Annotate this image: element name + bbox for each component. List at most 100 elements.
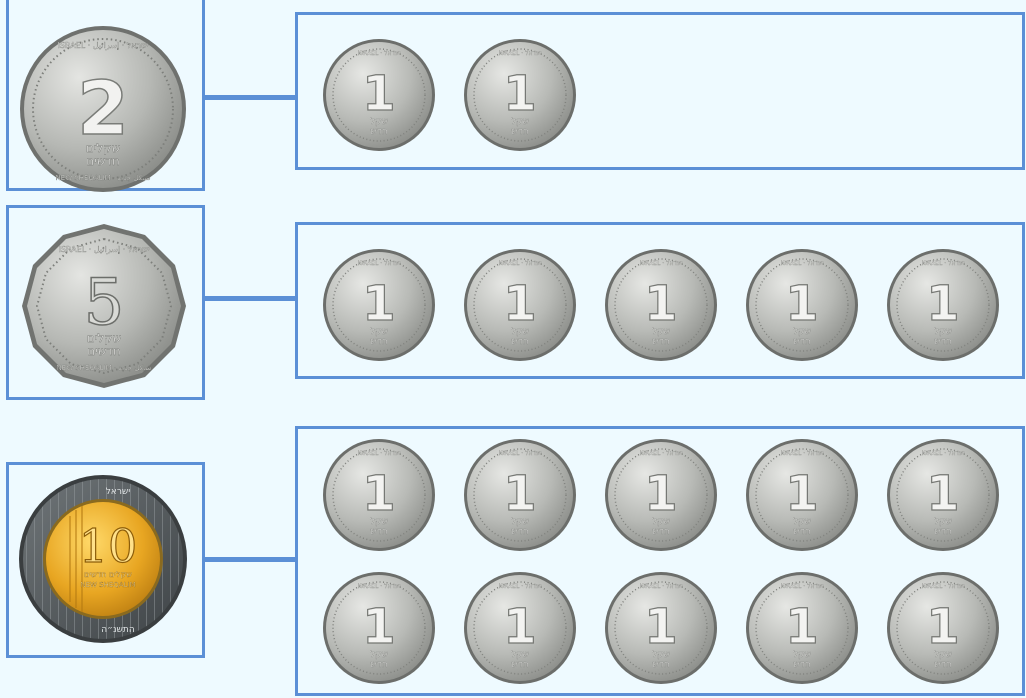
svg-text:שקל: שקל [511,517,529,527]
svg-text:שקל: שקל [934,650,952,660]
svg-text:חדש: חדש [934,527,951,537]
svg-text:1: 1 [503,466,536,522]
connector-5 [205,296,297,301]
svg-text:שקל: שקל [370,117,388,127]
svg-text:1: 1 [926,276,959,332]
svg-text:חדש: חדש [652,660,669,670]
connector-10 [205,557,297,562]
svg-text:ISRAEL · ישראל: ISRAEL · ישראל [922,583,965,590]
five-shekel-coin: 5 שקלים חדשים ISRAEL · ישראל · إسرائيل N… [20,222,188,390]
two-coin-unit-1: שקלים [86,141,120,155]
svg-text:ISRAEL · ישראל: ISRAEL · ישראל [922,260,965,267]
svg-text:שקל: שקל [934,327,952,337]
svg-text:ISRAEL · ישראל: ISRAEL · ישראל [358,260,401,267]
one-shekel-coin: 1 שקל חדש ISRAEL · ישראל [745,571,859,685]
svg-text:חדש: חדש [370,337,387,347]
svg-text:ISRAEL · ישראל: ISRAEL · ישראל [499,583,542,590]
svg-text:חדש: חדש [652,337,669,347]
one-shekel-coin: 1 שקל חדש ISRAEL · ישראל [463,38,577,152]
svg-text:חדש: חדש [511,660,528,670]
svg-text:שקל: שקל [511,117,529,127]
one-shekel-coin: 1 שקל חדש ISRAEL · ישראל [322,248,436,362]
ten-coin-unit-1: שקלים חדשים [84,570,132,579]
svg-text:1: 1 [503,599,536,655]
ten-coin-rim-top: ישראל [106,487,131,497]
svg-text:1: 1 [926,466,959,522]
svg-text:ISRAEL · ישראל: ISRAEL · ישראל [640,260,683,267]
one-shekel-coin: 1 שקל חדש ISRAEL · ישראל [745,438,859,552]
one-shekel-coin: 1 שקל חדש ISRAEL · ישראל [745,248,859,362]
svg-text:שקל: שקל [793,327,811,337]
svg-text:שקל: שקל [652,517,670,527]
svg-text:שקל: שקל [511,650,529,660]
svg-text:1: 1 [362,276,395,332]
five-coin-rim-top: ISRAEL · ישראל · إسرائيل [58,245,149,255]
two-shekel-coin: 2 שקלים חדשים ISRAEL · ישראל · إسرائيل N… [18,24,188,194]
svg-text:1: 1 [785,466,818,522]
svg-text:1: 1 [362,599,395,655]
svg-text:חדש: חדש [934,337,951,347]
svg-text:ISRAEL · ישראל: ISRAEL · ישראל [358,450,401,457]
svg-text:חדש: חדש [793,527,810,537]
svg-text:שקל: שקל [511,327,529,337]
one-shekel-coin: 1 שקל חדש ISRAEL · ישראל [604,248,718,362]
five-coin-value: 5 [84,266,125,340]
svg-text:חדש: חדש [511,527,528,537]
two-coin-unit-2: חדשים [86,154,120,168]
five-coin-rim-bottom: NEW SHEQALIM · شيكل جديد [57,364,152,372]
one-shekel-coin: 1 שקל חדש ISRAEL · ישראל [604,438,718,552]
svg-text:ISRAEL · ישראל: ISRAEL · ישראל [358,50,401,57]
svg-text:1: 1 [785,599,818,655]
svg-text:1: 1 [926,599,959,655]
svg-text:חדש: חדש [511,127,528,137]
svg-text:חדש: חדש [793,337,810,347]
svg-text:חדש: חדש [370,660,387,670]
ten-coin-unit-2: NEW SHEQALIM [80,581,135,589]
svg-text:1: 1 [785,276,818,332]
svg-text:חדש: חדש [370,127,387,137]
svg-text:שקל: שקל [370,650,388,660]
svg-text:1: 1 [362,66,395,122]
svg-text:1: 1 [644,466,677,522]
one-shekel-coin: 1 שקל חדש ISRAEL · ישראל [886,248,1000,362]
svg-text:1: 1 [503,276,536,332]
svg-text:ISRAEL · ישראל: ISRAEL · ישראל [499,450,542,457]
svg-text:שקל: שקל [793,517,811,527]
svg-text:שקל: שקל [934,517,952,527]
svg-text:1: 1 [503,66,536,122]
svg-text:שקל: שקל [652,650,670,660]
one-shekel-coin: 1 שקל חדש ISRAEL · ישראל [886,571,1000,685]
one-shekel-coin: 1 שקל חדש ISRAEL · ישראל [322,438,436,552]
svg-text:ISRAEL · ישראל: ISRAEL · ישראל [640,450,683,457]
svg-text:שקל: שקל [370,327,388,337]
svg-text:חדש: חדש [793,660,810,670]
one-shekel-coin: 1 שקל חדש ISRAEL · ישראל [604,571,718,685]
svg-text:ISRAEL · ישראל: ISRAEL · ישראל [922,450,965,457]
svg-text:ISRAEL · ישראל: ISRAEL · ישראל [781,583,824,590]
one-shekel-coin: 1 שקל חדש ISRAEL · ישראל [463,248,577,362]
one-shekel-coin: 1 שקל חדש ISRAEL · ישראל [322,38,436,152]
svg-text:ISRAEL · ישראל: ISRAEL · ישראל [499,50,542,57]
svg-text:שקל: שקל [370,517,388,527]
svg-text:ISRAEL · ישראל: ISRAEL · ישראל [640,583,683,590]
one-shekel-coin: 1 שקל חדש ISRAEL · ישראל [463,571,577,685]
ten-shekel-coin: 10 שקלים חדשים NEW SHEQALIM ישראל התשנ״ה [18,474,188,644]
svg-text:חדש: חדש [370,527,387,537]
ten-coin-rim-bottom: התשנ״ה [101,625,135,635]
svg-text:חדש: חדש [934,660,951,670]
five-coin-unit-2: חדשים [87,344,121,358]
two-coin-rim-top: ISRAEL · ישראל · إسرائيل [57,41,148,51]
one-shekel-coin: 1 שקל חדש ISRAEL · ישראל [886,438,1000,552]
svg-text:שקל: שקל [793,650,811,660]
svg-text:1: 1 [644,599,677,655]
svg-text:1: 1 [644,276,677,332]
svg-text:ISRAEL · ישראל: ISRAEL · ישראל [781,450,824,457]
svg-text:1: 1 [362,466,395,522]
two-coin-rim-bottom: NEW SHEQALIM · شيكل جديد [56,174,151,182]
svg-text:ISRAEL · ישראל: ISRAEL · ישראל [781,260,824,267]
two-coin-value: 2 [77,66,129,152]
five-coin-unit-1: שקלים [87,331,121,345]
svg-text:ISRAEL · ישראל: ISRAEL · ישראל [499,260,542,267]
svg-text:שקל: שקל [652,327,670,337]
svg-text:ISRAEL · ישראל: ISRAEL · ישראל [358,583,401,590]
